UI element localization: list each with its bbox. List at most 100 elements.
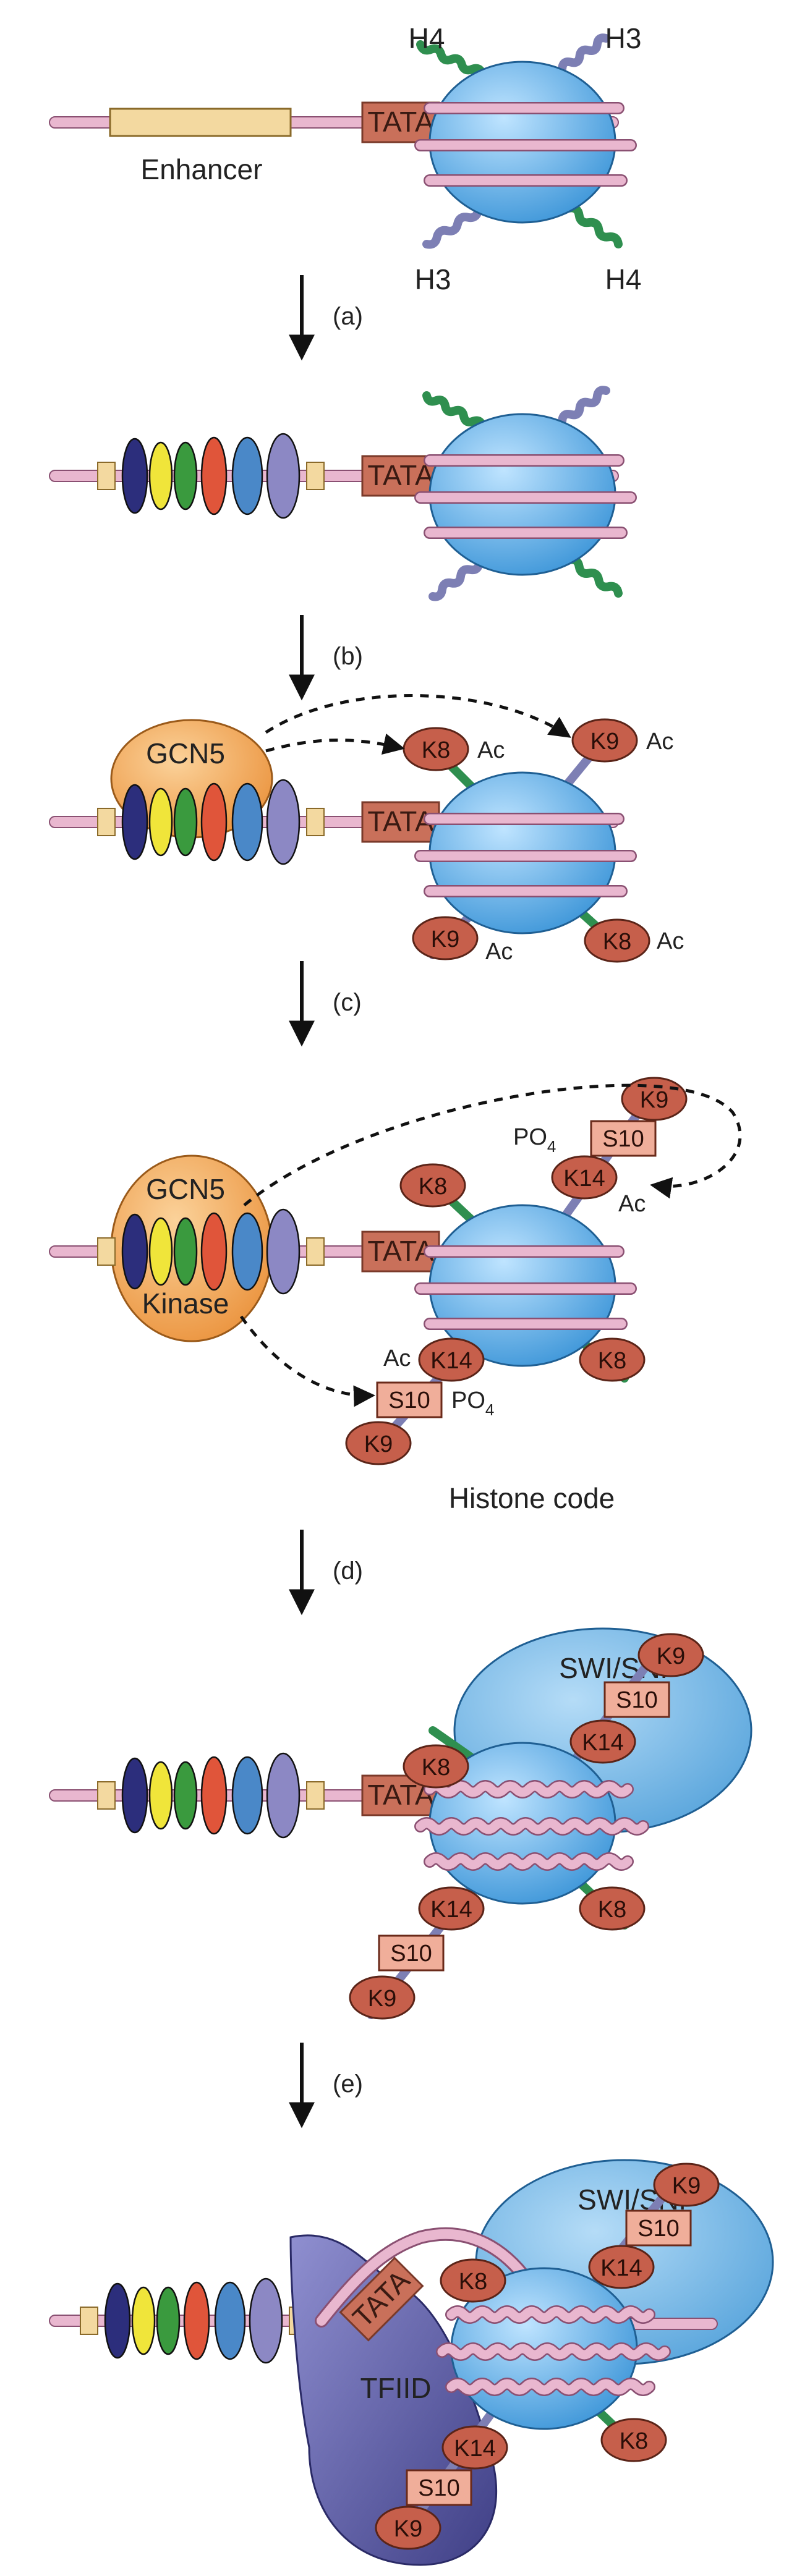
residue-s10-label: S10 [602,1126,644,1152]
h3-tail [549,33,610,79]
residue-k8-marker [399,1163,466,1208]
enhancer-flank-right [306,462,325,490]
residue-k9-label: K9 [364,1431,393,1457]
tata-label: TATA [367,106,434,138]
enhancer-flank-left [97,1237,116,1266]
residue-s10-box [376,1381,443,1418]
activator-protein [214,2281,246,2360]
step-arrow: (e) [289,2043,363,2129]
residue-k9-label: K9 [431,926,459,952]
gcn5-label: GCN5 [146,1173,225,1205]
step-arrow: (c) [289,961,362,1047]
activator-protein [266,779,301,865]
activator-protein [231,436,263,515]
residue-k14-label: K14 [563,1166,605,1192]
phosphate-subscript: 4 [547,1137,556,1156]
acetyl-label: Ac [657,928,684,954]
residue-s10-box [590,1120,657,1157]
panel-activators-bound: TATA [49,386,637,601]
tata-label: TATA [367,805,434,837]
gcn5-label: GCN5 [146,737,225,769]
residue-k14-marker [569,1719,636,1764]
activator-protein [266,1752,301,1839]
residue-k8-marker [600,2418,667,2462]
activator-protein [121,1213,148,1290]
residue-k8-marker [440,2258,506,2303]
histone-code-label: Histone code [449,1482,615,1514]
residue-k14-marker [551,1155,618,1200]
residue-k8-label: K8 [422,737,450,763]
residue-k9-marker [412,916,479,960]
residue-k14-label: K14 [430,1348,472,1374]
activator-protein [173,1217,198,1286]
residue-k14-marker [418,1886,485,1931]
h4-label-top: H4 [409,22,445,54]
activator-protein [121,1757,148,1834]
dna-wrap [425,1854,633,1870]
kinase-label: Kinase [142,1287,229,1320]
residue-k9-marker [653,2163,720,2207]
activator-protein [148,1761,173,1830]
step-arrow: (d) [289,1530,363,1616]
residue-s10-label: S10 [637,2216,680,2242]
tata-label: TATA [367,1235,434,1267]
residue-k8-label: K8 [620,2428,648,2454]
activator-protein [200,436,228,515]
residue-k8-label: K8 [598,1348,626,1374]
step-label: (b) [333,643,363,670]
step-label: (d) [333,1557,363,1585]
residue-k9-marker [571,718,638,763]
residue-k14-label: K14 [454,2436,496,2462]
enhancer-flank-left [97,1781,116,1810]
activator-protein [173,441,198,511]
residue-k8-label: K8 [422,1755,450,1781]
residue-s10-label: S10 [616,1687,658,1713]
residue-k14-label: K14 [582,1730,624,1756]
enhancer-flank-left [80,2307,98,2335]
activator-protein [173,1761,198,1830]
residue-k9-label: K9 [657,1643,685,1669]
enhancer-flank-left [97,462,116,490]
h4-tail [416,40,487,78]
residue-s10-label: S10 [390,1941,432,1967]
residue-k8-label: K8 [603,929,631,955]
phosphate-label: PO4 [451,1388,494,1419]
activator-protein [266,1208,301,1295]
acetyl-label: Ac [383,1345,411,1371]
residue-s10-box [603,1681,670,1718]
activator-protein [231,1756,263,1835]
residue-s10-label: S10 [418,2475,460,2501]
activator-protein [148,1217,173,1286]
enhancer-box [109,108,292,137]
activator-protein [104,2282,131,2359]
activator-protein [131,2286,156,2355]
residue-k9-label: K9 [590,729,619,755]
residue-k14-marker [588,2245,655,2289]
phosphate-subscript: 4 [485,1400,494,1419]
activator-protein [231,1212,263,1291]
residue-k9-marker [349,1975,416,2020]
enhancer-flank-left [97,808,116,836]
residue-k9-label: K9 [640,1087,668,1113]
residue-k9-label: K9 [368,1986,396,2012]
residue-k9-marker [637,1633,704,1677]
enhancer-label: Enhancer [141,153,263,185]
enhancer-flank-right [306,808,325,836]
residue-k14-label: K14 [430,1897,472,1923]
h3-tail [549,386,610,431]
dashed-arrow [243,1083,742,1206]
residue-k8-marker [579,1337,646,1382]
step-label: (c) [333,989,362,1016]
dna-wrap [416,1818,648,1834]
activator-protein [183,2281,210,2360]
residue-k8-marker [579,1886,646,1931]
residue-k8-label: K8 [459,2269,487,2295]
activator-protein [249,2277,283,2364]
residue-k9-label: K9 [672,2173,701,2199]
residue-k9-marker [345,1421,412,1465]
